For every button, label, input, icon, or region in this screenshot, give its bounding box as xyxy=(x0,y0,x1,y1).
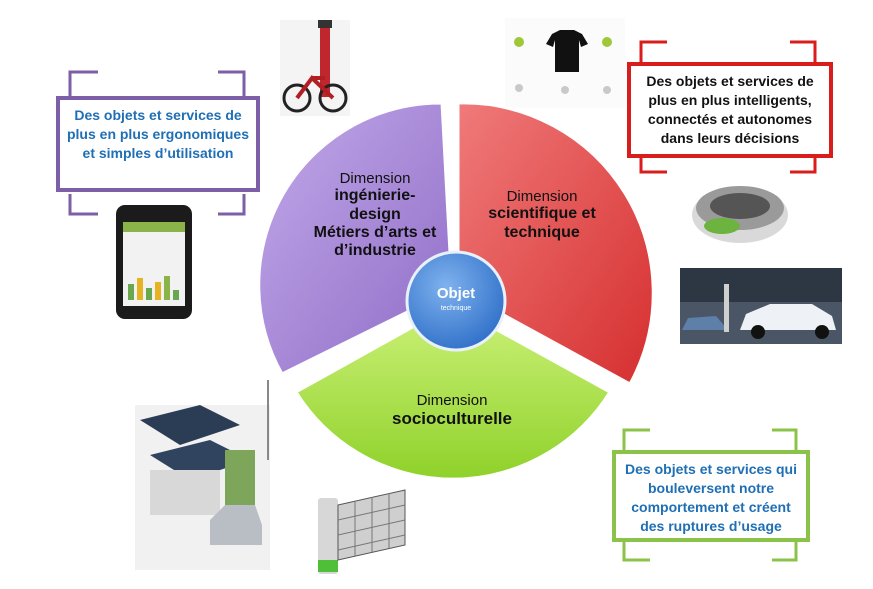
segment-design-line3: design xyxy=(349,205,401,223)
segment-design-line2: ingénierie- xyxy=(334,187,416,205)
electric-car-image xyxy=(680,268,842,344)
segment-science-line1: Dimension xyxy=(506,188,578,205)
segment-science-line3: technique xyxy=(504,223,580,241)
segment-design-line5: d’industrie xyxy=(334,242,416,260)
callout-intelligent: Des objets et services de plus en plus i… xyxy=(627,62,833,158)
callout-intelligent-text: Des objets et services de plus en plus i… xyxy=(646,73,814,146)
segment-design xyxy=(257,101,454,376)
segment-socio-label: Dimension socioculturelle xyxy=(372,392,532,429)
center-circle xyxy=(405,250,507,352)
segment-socio-line2: socioculturelle xyxy=(392,409,512,429)
ping-pong-net-image xyxy=(318,489,406,574)
segment-design-line1: Dimension xyxy=(339,170,411,187)
callout-ergonomic: Des objets et services de plus en plus e… xyxy=(56,96,260,192)
callout-ergonomic-text: Des objets et services de plus en plus e… xyxy=(66,107,250,161)
solar-house-image xyxy=(135,380,270,570)
bike-image xyxy=(280,20,350,116)
center-subtitle: technique xyxy=(440,305,472,312)
robot-vacuum-image xyxy=(692,186,788,243)
segment-science xyxy=(456,101,655,387)
segment-socio-line1: Dimension xyxy=(416,392,488,409)
segment-socio xyxy=(293,303,613,481)
segment-science-line2: scientifique et xyxy=(488,205,596,223)
segment-design-label: Dimension ingénierie- design Métiers d’a… xyxy=(300,170,450,261)
tshirt-image xyxy=(505,18,625,108)
center-title: Objet xyxy=(436,285,476,302)
center-label: Objet technique xyxy=(407,285,505,312)
segment-science-label: Dimension scientifique et technique xyxy=(462,188,622,242)
callout-behaviour: Des objets et services qui bouleversent … xyxy=(612,450,810,542)
segment-design-line4: Métiers d’arts et xyxy=(313,224,437,242)
callout-behaviour-text: Des objets et services qui bouleversent … xyxy=(625,461,797,534)
smartphone-image xyxy=(116,205,192,319)
